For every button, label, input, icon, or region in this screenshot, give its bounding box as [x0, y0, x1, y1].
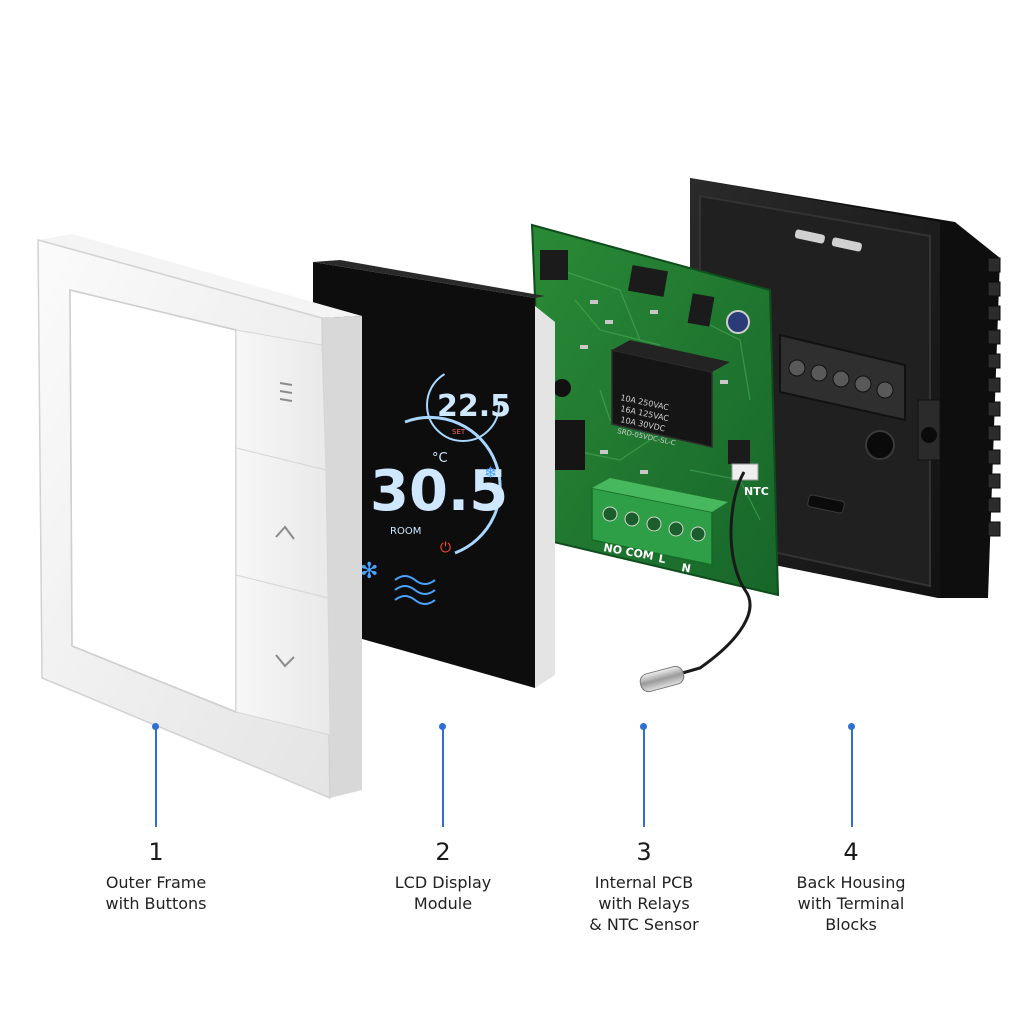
- part-description-2: LCD Display Module: [353, 872, 533, 914]
- fan-icon: ✻: [360, 559, 378, 584]
- room-temperature: 30.5: [370, 459, 508, 524]
- terminal-label-com: COM: [624, 545, 654, 563]
- internal-pcb: 10A 250VAC 16A 125VAC 10A 30VDC SRD-05VD…: [530, 223, 780, 597]
- menu-icon: [279, 382, 293, 402]
- leader-dot-3: [640, 723, 647, 730]
- part-number-2: 2: [435, 838, 451, 866]
- leader-dot-1: [152, 723, 159, 730]
- part-number-4: 4: [843, 838, 859, 866]
- lcd-display-module: 22.5 SET 30.5 °C ROOM ❄ ⏻ ✻: [313, 260, 555, 688]
- leader-line-2: [442, 727, 444, 827]
- leader-line-4: [851, 727, 853, 827]
- menu-button[interactable]: [235, 329, 327, 471]
- part-number-1: 1: [148, 838, 164, 866]
- part-4-line-1: Back Housing: [796, 873, 906, 892]
- part-1-line-2: with Buttons: [105, 894, 207, 913]
- unit-label: °C: [432, 451, 448, 466]
- leader-line-1: [155, 727, 157, 827]
- part-3-line-1: Internal PCB: [594, 873, 694, 892]
- part-4-line-2: with Terminal: [797, 894, 905, 913]
- set-label: SET: [452, 428, 466, 436]
- pcb-terminal-block: [591, 478, 728, 566]
- part-2-line-1: LCD Display: [394, 873, 492, 892]
- part-description-3: Internal PCB with Relays & NTC Sensor: [554, 872, 734, 935]
- room-label: ROOM: [390, 526, 421, 537]
- down-button[interactable]: [235, 574, 331, 736]
- power-icon: ⏻: [440, 540, 451, 556]
- part-3-line-3: & NTC Sensor: [589, 915, 699, 934]
- wave-icon: [394, 575, 436, 605]
- part-description-1: Outer Frame with Buttons: [66, 872, 246, 914]
- part-4-line-3: Blocks: [825, 915, 877, 934]
- ntc-label: NTC: [744, 485, 769, 498]
- chevron-down-icon: [275, 654, 295, 668]
- part-description-4: Back Housing with Terminal Blocks: [761, 872, 941, 935]
- terminal-label-l: L: [657, 552, 666, 566]
- housing-vents: [987, 257, 1001, 537]
- part-label-1: 1 Outer Frame with Buttons: [66, 838, 246, 914]
- chevron-up-icon: [275, 525, 295, 540]
- part-label-2: 2 LCD Display Module: [353, 838, 533, 914]
- housing-terminal-block: [779, 333, 906, 422]
- part-label-3: 3 Internal PCB with Relays & NTC Sensor: [554, 838, 734, 935]
- leader-dot-2: [439, 723, 446, 730]
- set-temperature: 22.5: [437, 389, 511, 424]
- part-number-3: 3: [636, 838, 652, 866]
- part-label-4: 4 Back Housing with Terminal Blocks: [761, 838, 941, 935]
- leader-line-3: [643, 727, 645, 827]
- ntc-sensor: [639, 471, 752, 693]
- part-2-line-2: Module: [413, 894, 473, 913]
- terminal-label-n: N: [680, 561, 691, 575]
- outer-frame: [37, 234, 362, 800]
- part-3-line-2: with Relays: [598, 894, 690, 913]
- up-button[interactable]: [235, 447, 329, 599]
- leader-dot-4: [848, 723, 855, 730]
- part-1-line-1: Outer Frame: [105, 873, 207, 892]
- terminal-label-no: NO: [602, 541, 623, 557]
- snowflake-icon: ❄: [484, 463, 497, 482]
